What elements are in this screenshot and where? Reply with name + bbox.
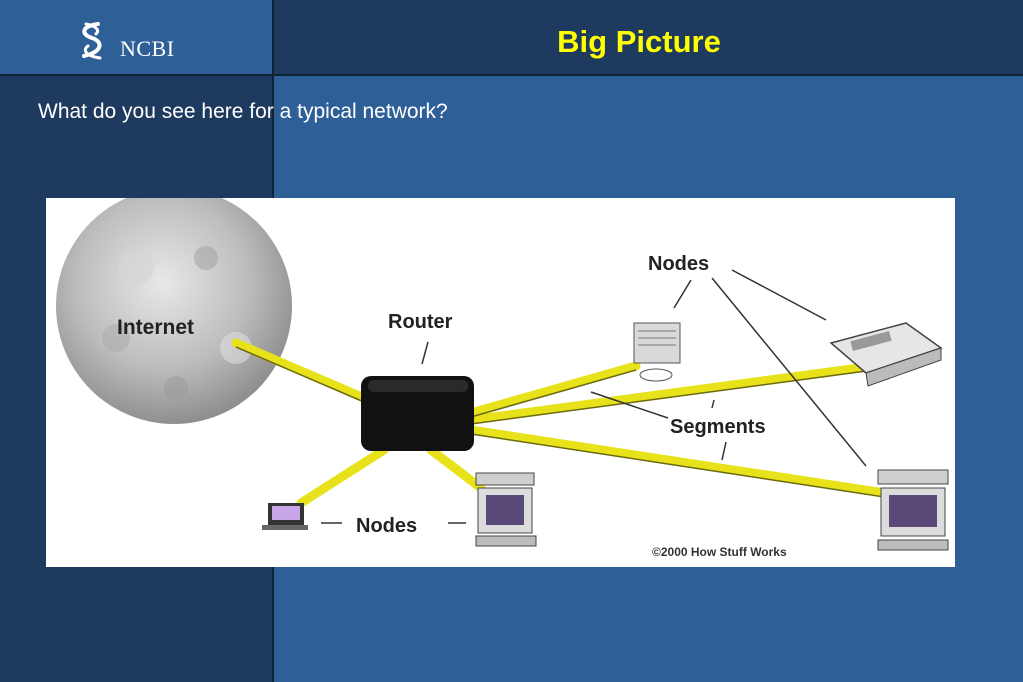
cable-router-laptop bbox=[296, 445, 389, 508]
nodes-label-top: Nodes bbox=[648, 253, 709, 275]
callout-lines bbox=[321, 269, 867, 524]
desktop-node-icon bbox=[475, 472, 537, 547]
router-icon bbox=[361, 376, 474, 451]
server-node-icon bbox=[633, 322, 681, 382]
laptop-node-icon bbox=[262, 503, 308, 530]
internet-label: Internet bbox=[117, 316, 194, 339]
workstation-node-icon bbox=[877, 469, 949, 551]
slide-question: What do you see here for a typical netwo… bbox=[38, 100, 448, 123]
segments-label: Segments bbox=[670, 416, 766, 438]
header-bar bbox=[274, 0, 1023, 74]
logo-area: NCBI bbox=[0, 0, 272, 74]
cable-router-printer bbox=[466, 361, 879, 425]
ncbi-logo-text: NCBI bbox=[120, 36, 175, 61]
globe-icon bbox=[56, 198, 292, 424]
cable-router-server bbox=[466, 361, 641, 418]
cable-router-workstation bbox=[466, 425, 896, 499]
nodes-label-bottom: Nodes bbox=[356, 515, 417, 537]
cable-router-desktop bbox=[426, 445, 486, 493]
header-rule bbox=[0, 74, 1023, 76]
router-label: Router bbox=[388, 311, 453, 333]
copyright-label: ©2000 How Stuff Works bbox=[652, 545, 787, 559]
printer-node-icon bbox=[829, 322, 943, 387]
network-diagram: Internet Router Nodes Segments Nodes ©20… bbox=[46, 198, 955, 567]
ncbi-helix-icon bbox=[82, 22, 102, 60]
slide-title: Big Picture bbox=[557, 24, 721, 59]
segment-cables bbox=[231, 338, 896, 508]
cable-internet-router bbox=[231, 338, 369, 403]
